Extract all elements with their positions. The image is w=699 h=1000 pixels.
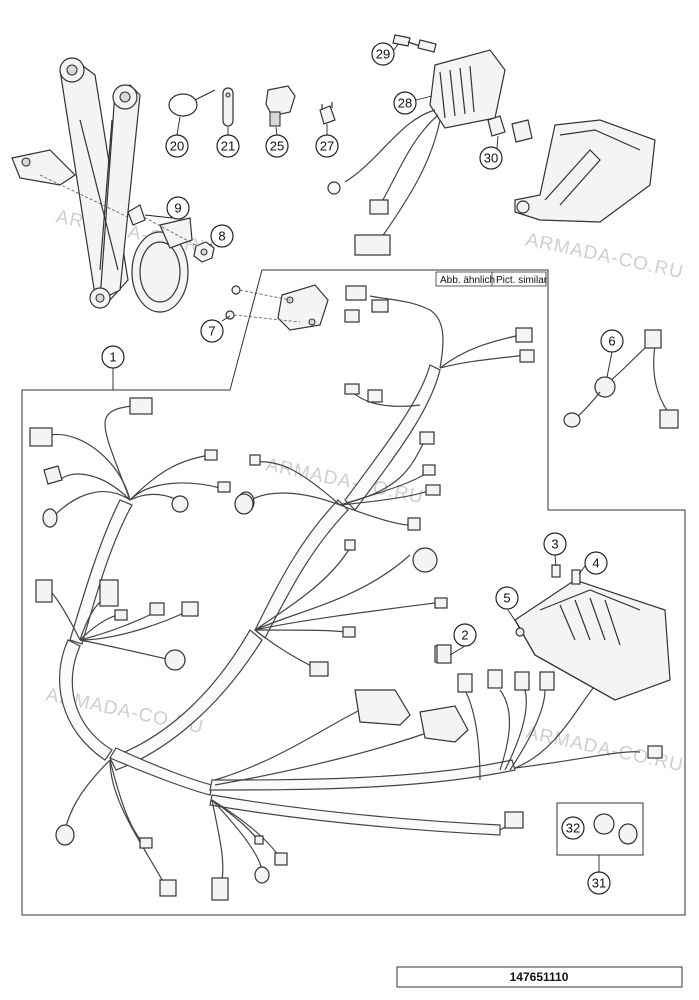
horn — [131, 217, 193, 313]
harness-group-frame — [21, 269, 686, 916]
similar-note-de: Abb. ähnlich — [440, 275, 495, 286]
part-number: 147651110 — [510, 970, 569, 984]
sub-harness-6 — [563, 329, 679, 429]
rear-bracket — [514, 119, 656, 223]
fuse-box-5 — [514, 579, 671, 701]
voltage-regulator-28 — [327, 49, 506, 256]
callout-3: 3 — [551, 537, 558, 552]
part-number-box — [396, 966, 683, 988]
fuse-4 — [571, 569, 581, 585]
callout-5: 5 — [503, 591, 510, 606]
callouts: 1 2 3 4 5 6 7 8 9 20 — [101, 42, 624, 895]
callout-1: 1 — [109, 350, 116, 365]
nut-8 — [193, 241, 215, 263]
main-wiring-harness — [29, 285, 663, 901]
clips-30 — [487, 115, 533, 143]
callout-2: 2 — [461, 628, 468, 643]
connector-2 — [436, 644, 452, 664]
relay-holder-25 — [265, 85, 296, 127]
callout-29: 29 — [376, 47, 390, 62]
connector-bracket — [225, 284, 329, 331]
cable-tie-20 — [168, 89, 216, 117]
callout-20: 20 — [170, 139, 184, 154]
callout-9: 9 — [174, 201, 181, 216]
callout-4: 4 — [592, 556, 599, 571]
fuse-3 — [551, 564, 561, 578]
grommets-32 — [593, 813, 638, 845]
clip-27 — [319, 102, 336, 125]
callout-31: 31 — [592, 876, 606, 891]
bolts-29 — [392, 34, 437, 53]
callout-7: 7 — [208, 324, 215, 339]
callout-6: 6 — [608, 334, 615, 349]
callout-32: 32 — [566, 821, 580, 836]
callout-30: 30 — [484, 151, 498, 166]
callout-8: 8 — [218, 229, 225, 244]
similar-note-en: Pict. similar — [496, 275, 548, 286]
front-bracket — [11, 57, 141, 309]
strap-21 — [222, 87, 234, 127]
callout-28: 28 — [398, 96, 412, 111]
grommet-kit-frame — [556, 802, 644, 856]
callout-21: 21 — [221, 139, 235, 154]
callout-25: 25 — [270, 139, 284, 154]
bracket-washer-9 — [127, 204, 146, 226]
callout-27: 27 — [320, 139, 334, 154]
